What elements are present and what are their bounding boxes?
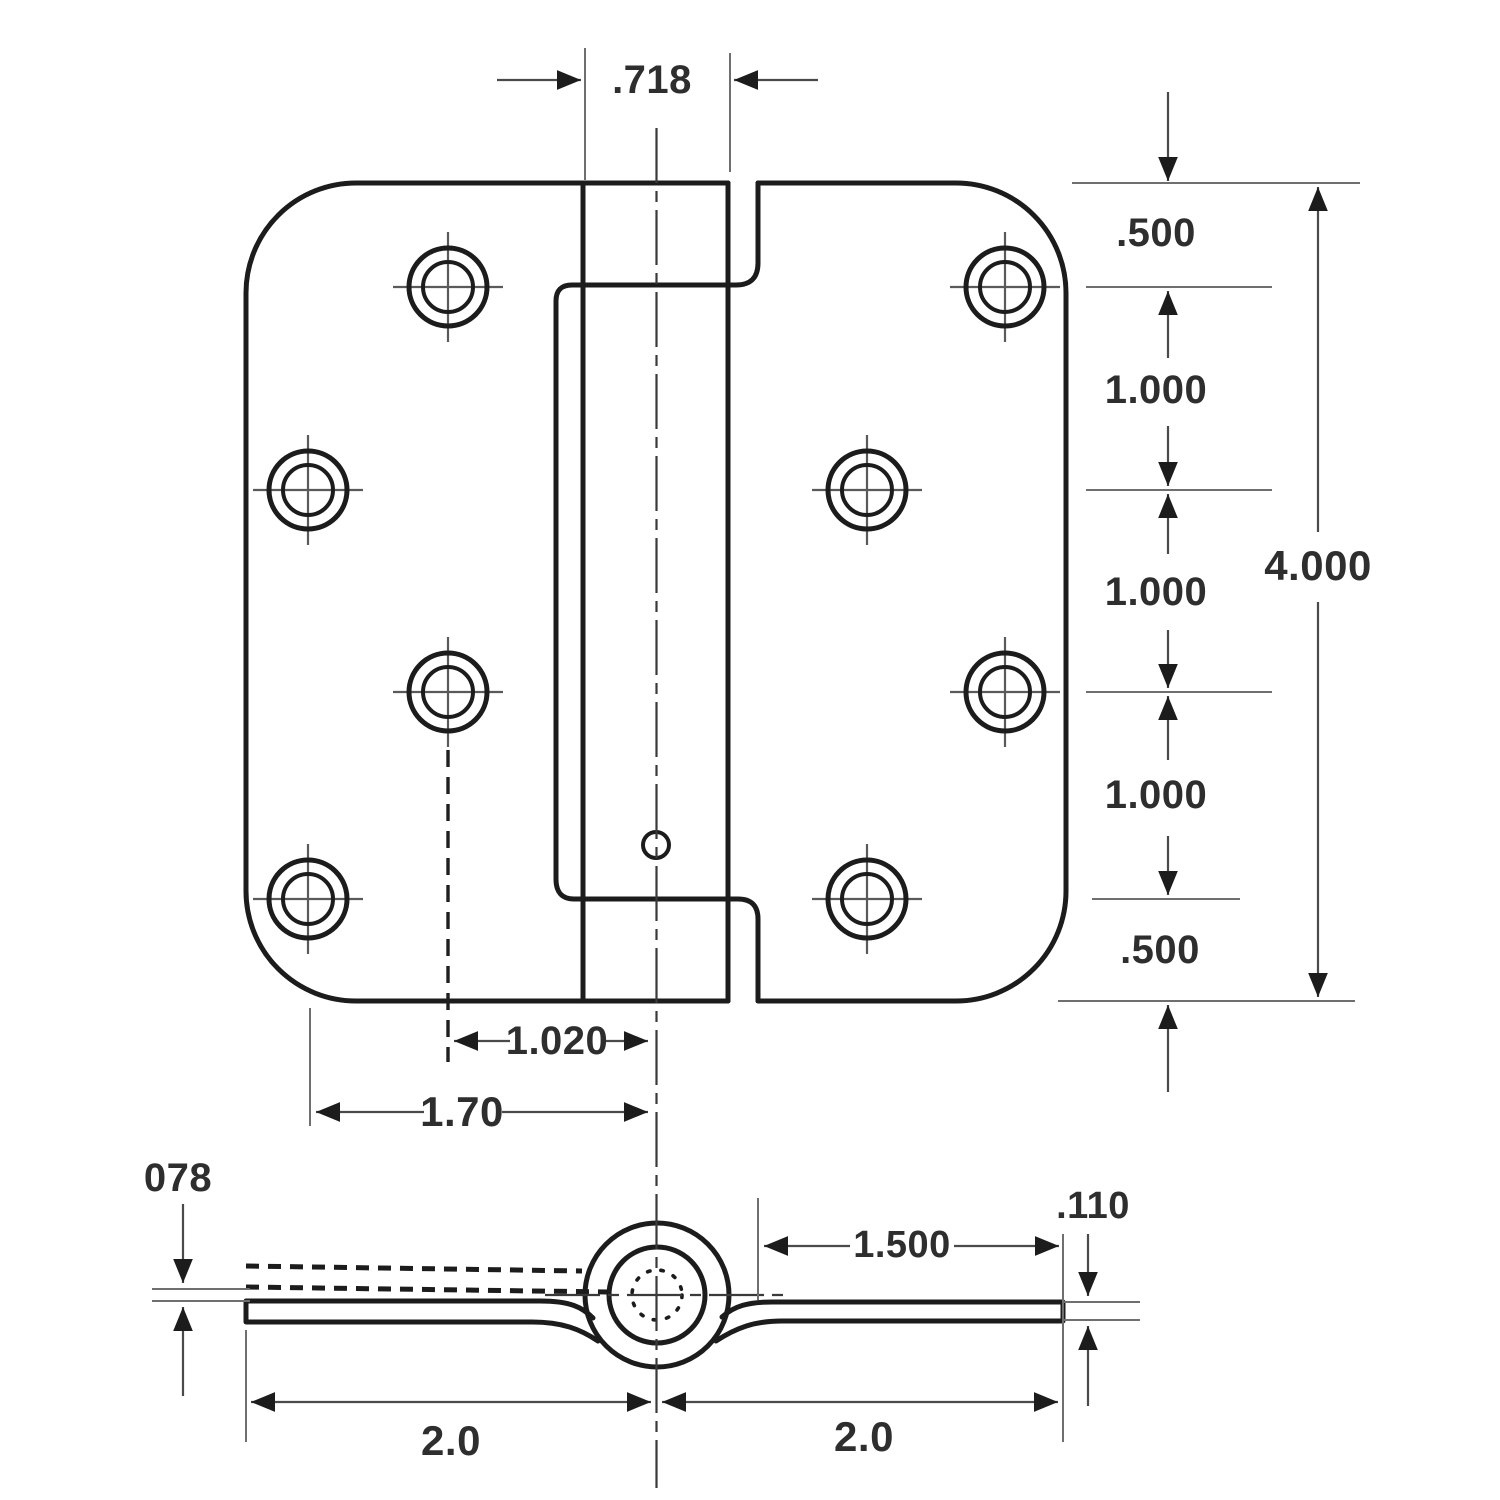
screw-hole: [812, 844, 922, 954]
dim-label-left-leaf-width: 2.0: [421, 1417, 481, 1464]
left-leaf-outline: [243, 180, 731, 1004]
dim-label-hole-pitch-3: 1.000: [1104, 773, 1208, 817]
open-leaf-top: [245, 1263, 583, 1274]
screw-hole: [950, 232, 1060, 342]
screw-hole: [253, 435, 363, 545]
dim-label-overall-height: 4.000: [1264, 542, 1372, 589]
dim-label-hole-pitch-1: 1.000: [1104, 368, 1208, 412]
right-leaf-outline: [755, 180, 1069, 1004]
dim-label-bottom-margin: .500: [1120, 928, 1200, 972]
dim-label-top-margin: .500: [1116, 211, 1196, 255]
left-leaf-profile: [243, 1298, 601, 1344]
dimension-lines: [173, 70, 1328, 1412]
screw-hole: [253, 844, 363, 954]
dim-label-outer-hole-offset: 1.70: [420, 1088, 504, 1135]
right-leaf-profile: [713, 1299, 1066, 1344]
screw-hole: [393, 637, 503, 747]
open-leaf-bottom: [245, 1284, 609, 1295]
screw-hole: [950, 637, 1060, 747]
dim-label-inner-hole-offset: 1.020: [505, 1019, 609, 1063]
extension-lines: [152, 48, 1360, 1442]
screw-hole: [393, 232, 503, 342]
spring-slot-step: [553, 180, 761, 1004]
screw-hole: [812, 435, 922, 545]
edge-view: [243, 1220, 1066, 1370]
dim-label-slot-width: .718: [612, 58, 692, 102]
front-view: [243, 180, 1069, 1062]
dim-label-open-leaf-offset: 078: [143, 1156, 213, 1200]
dim-label-barrel-to-end: 1.500: [853, 1224, 951, 1266]
dim-label-leaf-thickness: .110: [1056, 1185, 1130, 1227]
dim-label-right-leaf-width: 2.0: [834, 1413, 894, 1460]
dim-label-hole-pitch-2: 1.000: [1104, 570, 1208, 614]
